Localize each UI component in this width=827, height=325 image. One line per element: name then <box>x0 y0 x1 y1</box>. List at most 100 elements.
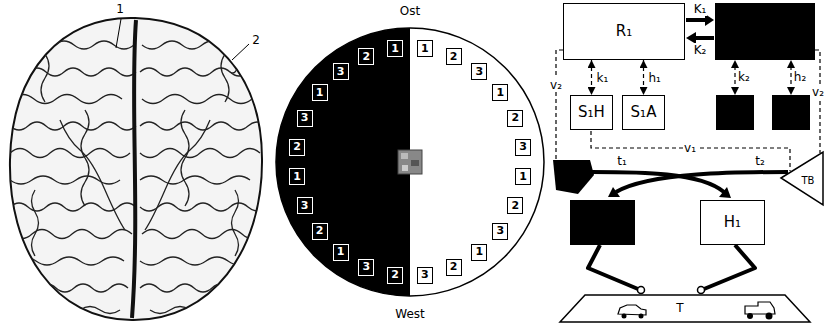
coupling-arrow <box>686 18 706 22</box>
sector-number-box: 3 <box>333 63 349 80</box>
sector-number-box: 2 <box>507 110 523 127</box>
node-text: 2 <box>450 51 458 63</box>
arrow-head <box>608 187 620 197</box>
coupling-label: K₁ <box>693 2 708 16</box>
robot-arm <box>704 245 755 289</box>
edge-label: h₁ <box>648 71 662 85</box>
signal-label: v₂ <box>811 85 825 99</box>
sector-number-box: 1 <box>333 244 349 261</box>
gyrus <box>40 307 120 314</box>
robot-arm <box>588 245 638 289</box>
gyrus <box>20 284 128 292</box>
sector-number-box: 3 <box>297 197 313 214</box>
sector-number-box: 1 <box>515 168 531 185</box>
sector-number-box: 2 <box>446 259 462 276</box>
node-text: 2 <box>316 225 324 237</box>
truck-wheel <box>747 313 753 319</box>
gyrus <box>142 95 252 104</box>
signal-label: t₂ <box>754 154 766 168</box>
car-body <box>618 305 646 315</box>
gyrus <box>140 68 266 76</box>
sector-number-box: 3 <box>515 139 531 156</box>
gyrus <box>60 120 125 230</box>
node-text: 1 <box>519 171 527 183</box>
node-text: 3 <box>497 225 505 237</box>
gyrus <box>140 149 260 158</box>
node-text: 3 <box>476 66 484 78</box>
arrow-head <box>731 87 739 95</box>
table-label: T <box>675 301 684 315</box>
gyrus <box>232 190 239 256</box>
car-wheel <box>639 314 644 319</box>
gyrus <box>10 122 136 130</box>
gyrus <box>12 95 122 104</box>
sector-number-box: 2 <box>358 48 374 65</box>
callout-number: 2 <box>251 33 261 47</box>
gyrus <box>140 176 250 184</box>
gyrus <box>221 30 229 102</box>
sector-number-box: 1 <box>417 40 433 57</box>
node-text: 1 <box>421 43 429 55</box>
dark-sensor-box <box>716 95 754 130</box>
node-text: 2 <box>511 112 519 124</box>
sector-number-box: 2 <box>387 267 403 284</box>
controller-box: R₁ <box>563 3 685 60</box>
toy-truck <box>745 302 775 320</box>
gyrus <box>32 190 39 256</box>
sensor-box: S₁A <box>622 95 665 130</box>
dashed-connector <box>591 60 592 95</box>
tactile-sensor <box>781 152 823 205</box>
disc-outline <box>276 28 544 296</box>
control-diagram <box>553 3 823 322</box>
node-text: 3 <box>301 112 309 124</box>
gyrus <box>142 230 262 239</box>
dashed-connector <box>643 60 644 95</box>
dark-sensor-box <box>772 95 810 130</box>
gyrus <box>10 68 136 76</box>
hand-box: H₁ <box>700 200 765 245</box>
truck-wheel <box>766 313 773 320</box>
callout-number: 1 <box>115 2 125 16</box>
coupling-label: K₂ <box>693 43 708 57</box>
arrow-head <box>787 87 795 95</box>
sector-number-box: 2 <box>289 139 305 156</box>
gyrus <box>142 41 262 49</box>
node-text: 1 <box>337 246 345 258</box>
sector-number-box: 1 <box>387 40 403 57</box>
robot-gripper <box>698 287 705 294</box>
sector-number-box: 2 <box>312 223 328 240</box>
gyrus <box>140 284 248 292</box>
crossing-arrow <box>616 172 788 192</box>
node-text: 1 <box>497 87 505 99</box>
signal-label: t₁ <box>616 154 628 168</box>
gyrus <box>140 122 266 130</box>
signal-label: h₂ <box>793 70 807 84</box>
sensor-label: TB <box>801 175 816 186</box>
eye-sensor <box>553 160 594 194</box>
sector-number-box: 3 <box>297 110 313 127</box>
compass-label: Ost <box>399 4 421 18</box>
center-square-detail <box>401 153 408 159</box>
node-text: 3 <box>519 141 527 153</box>
sector-number-box: 2 <box>507 197 523 214</box>
center-square <box>398 150 422 174</box>
robot-gripper <box>638 287 645 294</box>
node-text: R₁ <box>616 23 632 40</box>
arrow-head <box>787 60 795 68</box>
signal-label: k₂ <box>737 70 751 84</box>
gyrus <box>10 149 130 158</box>
dashed-link <box>556 50 563 159</box>
sector-number-box: 2 <box>446 48 462 65</box>
gyrus <box>150 307 230 314</box>
gyri <box>10 30 266 314</box>
node-text: 1 <box>293 171 301 183</box>
node-text: 2 <box>450 261 458 273</box>
dark-hand-box <box>570 200 635 245</box>
node-text: S₁A <box>631 104 657 121</box>
gyrus <box>41 30 49 102</box>
dashed-link <box>734 66 735 89</box>
work-table <box>560 295 810 322</box>
arrow-head <box>731 60 739 68</box>
leader-line <box>232 44 249 60</box>
brain-drawing <box>10 18 266 320</box>
